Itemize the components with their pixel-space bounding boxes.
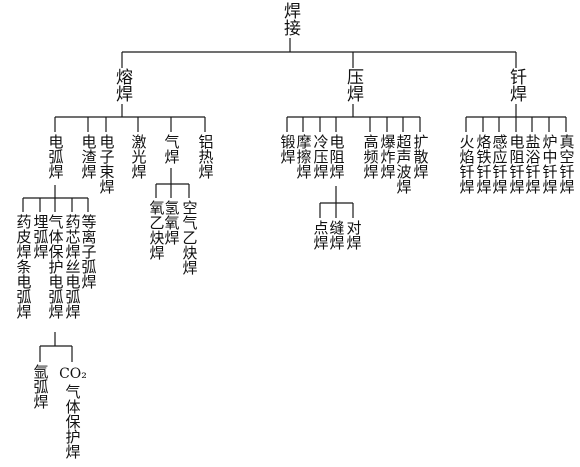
- node-butt-welding: 对焊: [344, 220, 363, 250]
- node-high-frequency-welding: 高频焊: [361, 134, 380, 179]
- node-flame-brazing: 火焰钎焊: [457, 134, 476, 194]
- node-co2-gas-shielded-welding: 气体保护焊: [63, 384, 82, 459]
- node-arc-welding: 电弧焊: [46, 134, 65, 179]
- node-fusion-welding: 熔焊: [112, 68, 132, 102]
- node-gas-welding: 气焊: [162, 134, 181, 164]
- node-thermit-welding: 铝热焊: [196, 134, 215, 179]
- node-electroslag-welding: 电渣焊: [79, 134, 98, 179]
- node-furnace-brazing: 炉中钎焊: [540, 134, 559, 194]
- node-argon-arc-welding: 氩弧焊: [31, 364, 50, 409]
- node-plasma-arc-welding: 等离子弧焊: [79, 214, 98, 289]
- node-soldering-iron-brazing: 烙铁钎焊: [474, 134, 493, 194]
- node-submerged-arc-welding: 埋弧焊: [31, 214, 50, 259]
- node-welding-root: 焊接: [280, 2, 300, 36]
- node-explosion-welding: 爆炸焊: [378, 134, 397, 179]
- node-resistance-welding: 电阻焊: [327, 134, 346, 179]
- node-cold-pressure-welding: 冷压焊: [311, 134, 330, 179]
- node-flux-cored-arc-welding: 药芯焊丝电弧焊: [63, 214, 82, 319]
- node-seam-welding: 缝焊: [327, 220, 346, 250]
- node-pressure-welding: 压焊: [343, 68, 363, 102]
- node-spot-welding: 点焊: [311, 220, 330, 250]
- node-salt-bath-brazing: 盐浴钎焊: [523, 134, 542, 194]
- node-oxyhydrogen-welding: 氢氧焊: [162, 200, 181, 245]
- node-oxyacetylene-welding: 氧乙炔焊: [147, 200, 166, 260]
- node-laser-welding: 激光焊: [129, 134, 148, 179]
- node-resistance-brazing: 电阻钎焊: [507, 134, 526, 194]
- node-gas-shielded-arc-welding: 气体保护电弧焊: [46, 214, 65, 319]
- node-air-acetylene-welding: 空气乙炔焊: [180, 200, 199, 275]
- node-co2-label: CO₂: [59, 366, 87, 382]
- node-brazing: 钎焊: [506, 68, 526, 102]
- node-coated-electrode-arc-welding: 药皮焊条电弧焊: [14, 214, 33, 319]
- node-electron-beam-welding: 电子束焊: [97, 134, 116, 194]
- node-diffusion-welding: 扩散焊: [411, 134, 430, 179]
- node-vacuum-brazing: 真空钎焊: [557, 134, 576, 194]
- node-friction-welding: 摩擦焊: [294, 134, 313, 179]
- node-forge-welding: 锻焊: [278, 134, 297, 164]
- node-induction-brazing: 感应钎焊: [490, 134, 509, 194]
- node-ultrasonic-welding: 超声波焊: [394, 134, 413, 194]
